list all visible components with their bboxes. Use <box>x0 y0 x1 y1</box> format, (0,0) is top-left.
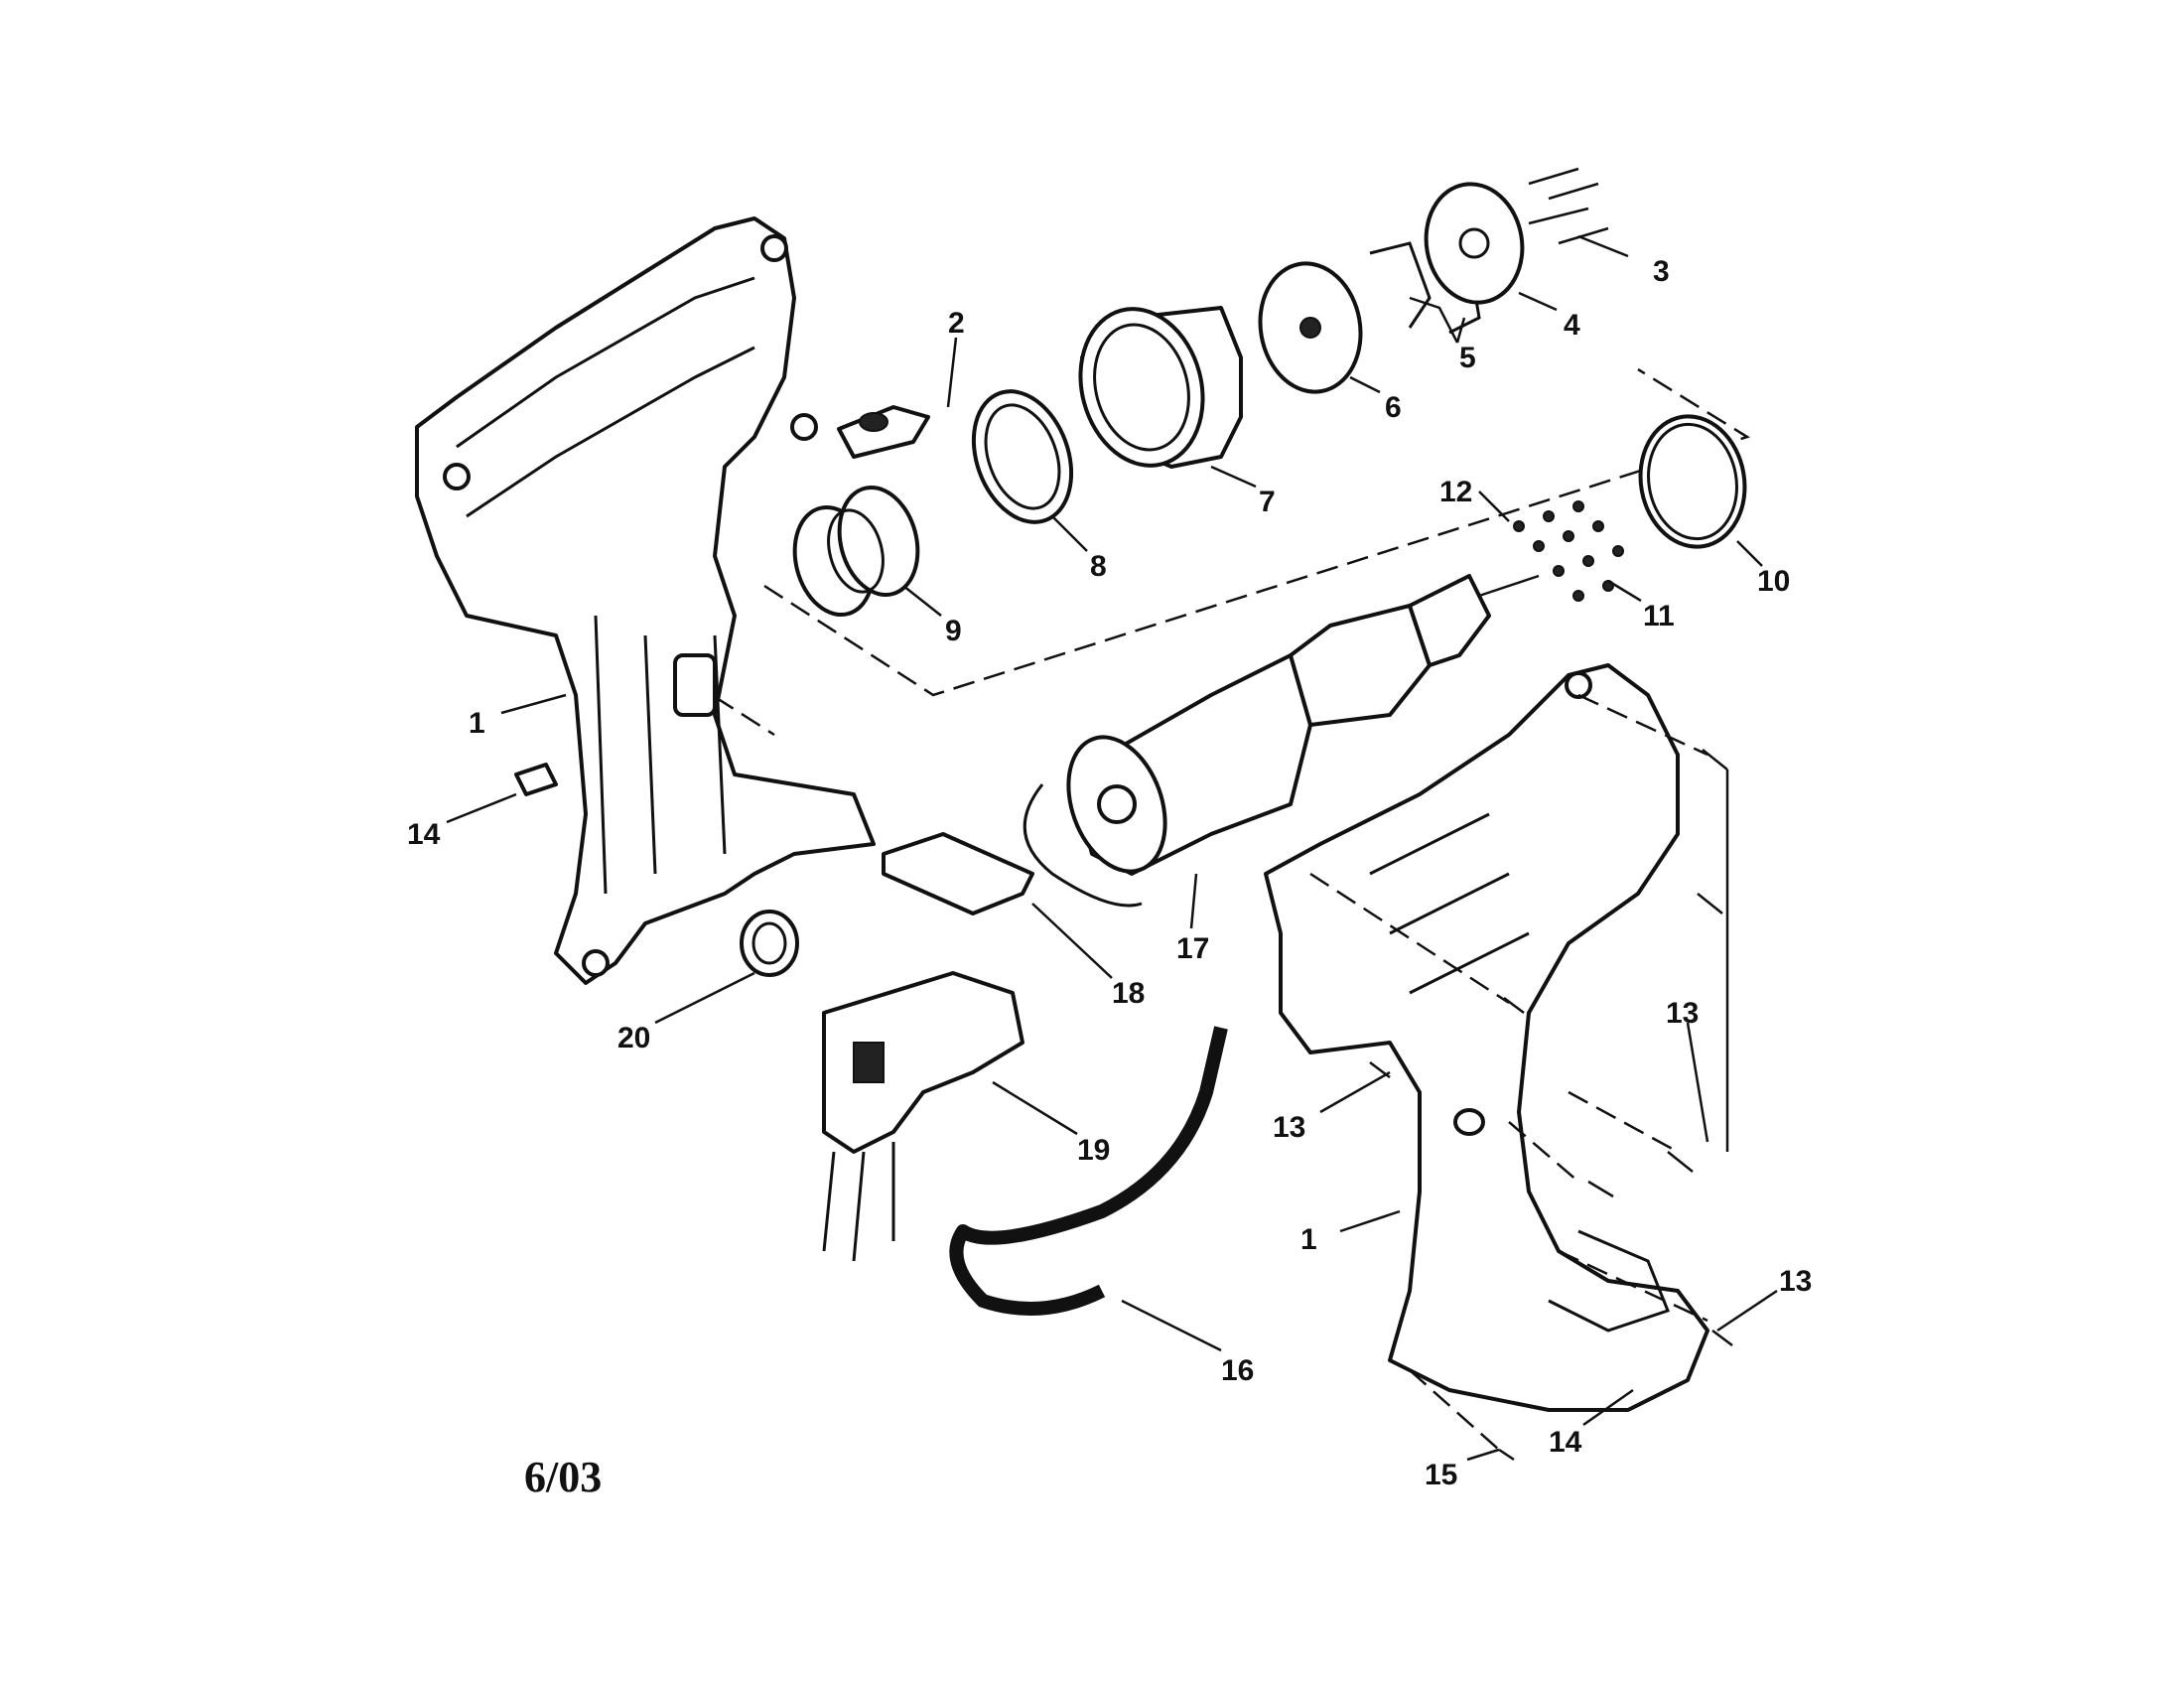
assembly-dashed-outline <box>763 367 1750 697</box>
part-16-braided-cable <box>949 1026 1228 1316</box>
callout-13-right: 13 <box>1666 997 1699 1030</box>
left-housing-half <box>415 216 876 985</box>
part-2-lever <box>837 405 930 459</box>
callout-3: 3 <box>1653 255 1670 288</box>
parts-11-12-pins <box>1513 500 1624 602</box>
callout-5: 5 <box>1459 342 1476 374</box>
callout-15: 15 <box>1425 1459 1457 1491</box>
part-19-switch <box>822 971 1024 1262</box>
callout-4: 4 <box>1564 309 1580 342</box>
callout-9: 9 <box>945 615 962 647</box>
callout-1-left: 1 <box>469 707 485 740</box>
right-housing-half <box>1264 663 1709 1412</box>
callout-11: 11 <box>1643 600 1675 632</box>
callout-13-left: 13 <box>1273 1111 1305 1144</box>
callout-18: 18 <box>1112 977 1145 1010</box>
callout-labels: 1 1 2 3 4 5 6 7 8 9 10 11 12 13 13 13 14… <box>407 255 1812 1491</box>
callout-16: 16 <box>1221 1354 1254 1387</box>
callout-10: 10 <box>1757 565 1790 598</box>
part-20-knob <box>740 910 799 977</box>
part-3-screws <box>1528 167 1609 245</box>
callout-14-left: 14 <box>407 818 441 851</box>
part-10-ring <box>1638 414 1747 549</box>
callout-8: 8 <box>1090 550 1107 583</box>
part-9-springs <box>792 485 920 618</box>
part-7-clutch-collar <box>1078 306 1243 469</box>
part-13-screws <box>1309 693 1733 1462</box>
part-6-plate <box>1258 261 1363 394</box>
callout-1-right: 1 <box>1300 1223 1317 1256</box>
callout-leaders <box>446 234 1778 1462</box>
part-18-brush-plate <box>882 832 1034 915</box>
callout-6: 6 <box>1385 391 1402 424</box>
callout-12: 12 <box>1439 476 1472 508</box>
callout-2: 2 <box>948 307 965 340</box>
callout-20: 20 <box>617 1022 650 1054</box>
date-code: 6/03 <box>524 1453 602 1501</box>
part-4-cover-plate <box>1424 182 1525 305</box>
part-8-ring <box>971 389 1074 524</box>
callout-7: 7 <box>1259 486 1276 518</box>
callout-13-bottom: 13 <box>1779 1265 1812 1298</box>
part-17-motor-gearbox <box>1023 574 1540 908</box>
callout-14-right: 14 <box>1549 1426 1582 1459</box>
callout-17: 17 <box>1176 932 1209 965</box>
callout-19: 19 <box>1077 1134 1110 1167</box>
